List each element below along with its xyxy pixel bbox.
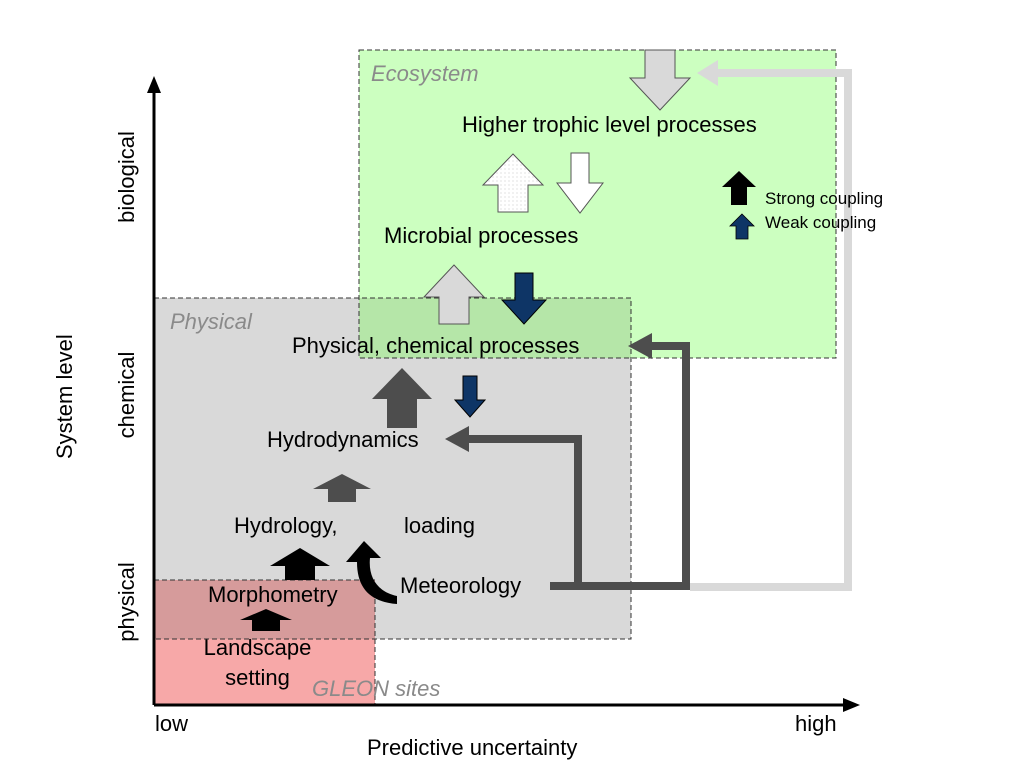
feedback-line-to-hydrodynamics [465, 435, 582, 586]
arrow-down-physchem-hydrodynamics [453, 375, 487, 418]
feedback-line-to-physchem [550, 342, 690, 590]
arrow-up-hydrology-hydrodynamics [313, 474, 371, 502]
y-tick-chemical: chemical [114, 351, 139, 439]
curved-arrow-meteorology [346, 541, 397, 604]
arrow-up-morphometry-hydrology [270, 548, 330, 580]
meteorology-label: Meteorology [400, 573, 522, 598]
arrow-down-feedback-top [628, 49, 692, 111]
arrow-up-hydrodynamics-physchem [372, 368, 432, 428]
higher-trophic-label: Higher trophic level processes [462, 112, 757, 137]
x-axis-arrowhead [843, 698, 860, 712]
y-tick-biological: biological [114, 131, 139, 223]
arrow-up-landscape-morphometry [240, 609, 292, 631]
arrow-up-physchem-microbial [422, 264, 486, 325]
microbial-label: Microbial processes [384, 223, 579, 248]
arrow-down-trophic-microbial [555, 152, 605, 214]
landscape-setting-label-line2: setting [225, 665, 290, 690]
x-axis-low-label: low [155, 711, 189, 736]
loading-label: loading [404, 513, 475, 538]
hydrology-label: Hydrology, [234, 513, 338, 538]
arrowhead-to-hydrodynamics [445, 426, 469, 452]
x-axis-title: Predictive uncertainty [367, 735, 578, 760]
arrow-down-microbial-physchem [500, 272, 548, 325]
legend-weak-label: Weak coupling [765, 213, 877, 232]
feedback-arrowhead-light [697, 60, 718, 86]
legend-strong-arrow-icon [722, 171, 756, 205]
hydrodynamics-label: Hydrodynamics [267, 427, 419, 452]
x-axis-high-label: high [795, 711, 837, 736]
ecosystem-region-label: Ecosystem [371, 61, 479, 86]
landscape-setting-label-line1: Landscape [203, 635, 312, 660]
gleon-region-label: GLEON sites [312, 676, 441, 701]
morphometry-label: Morphometry [208, 582, 338, 607]
y-axis-arrowhead [147, 76, 161, 93]
y-axis-title: System level [52, 334, 77, 459]
arrowhead-to-physchem [628, 333, 652, 359]
legend-weak-arrow-icon [729, 213, 755, 240]
physical-region-label: Physical [170, 309, 252, 334]
arrow-up-microbial-trophic [481, 153, 545, 213]
y-tick-physical: physical [114, 562, 139, 642]
overlap-region [359, 298, 631, 358]
physical-chemical-label: Physical, chemical processes [292, 333, 580, 358]
legend-strong-label: Strong coupling [765, 189, 884, 208]
feedback-line-light [690, 69, 852, 591]
